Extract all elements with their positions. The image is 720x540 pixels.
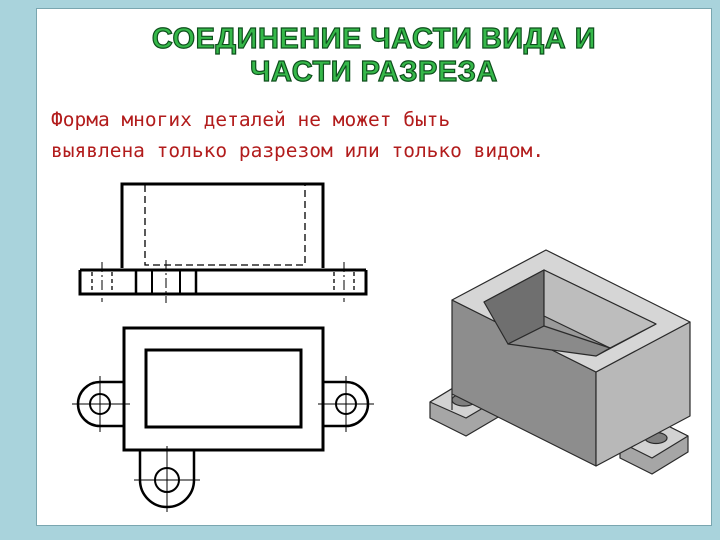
body-text-line-2: выявлена только разрезом или только видо… <box>51 139 545 162</box>
title-line-1: СОЕДИНЕНИЕ ЧАСТИ ВИДА И <box>151 22 597 55</box>
top-view-drawing <box>72 326 374 512</box>
title-line-2: ЧАСТИ РАЗРЕЗА <box>250 55 498 88</box>
body-text: Форма многих деталей не может быть выявл… <box>51 104 711 166</box>
isometric-view <box>429 249 691 475</box>
slide: СОЕДИНЕНИЕ ЧАСТИ ВИДА И ЧАСТИ РАЗРЕЗА Фо… <box>36 8 712 526</box>
slide-title: СОЕДИНЕНИЕ ЧАСТИ ВИДА И ЧАСТИ РАЗРЕЗА <box>37 22 711 89</box>
body-text-line-1: Форма многих деталей не может быть <box>51 108 451 131</box>
front-view-drawing <box>78 182 368 303</box>
